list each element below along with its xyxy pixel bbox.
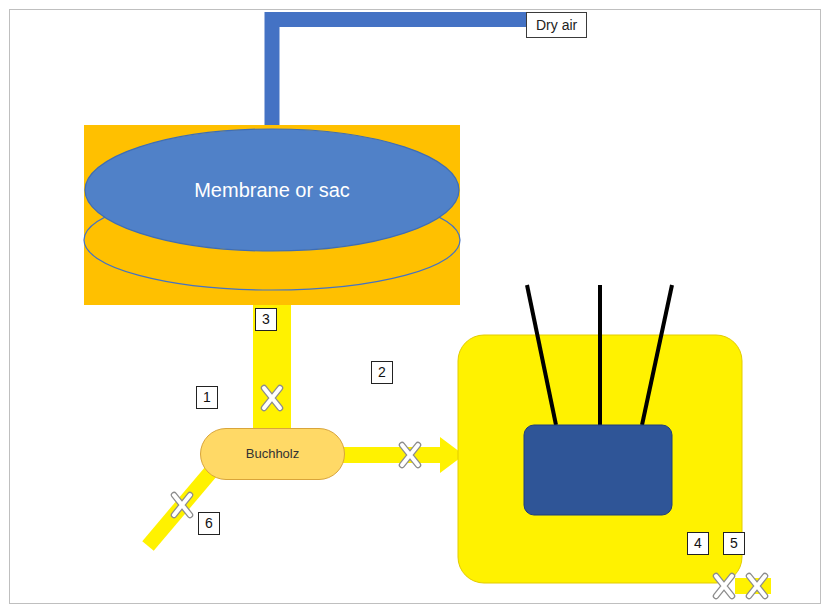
bushing (527, 285, 556, 425)
valve-mark (174, 495, 190, 515)
node-text: Dry air (536, 17, 577, 33)
node-text: Membrane or sac (194, 179, 350, 202)
pipe-connector (272, 20, 527, 131)
bushing (642, 285, 672, 425)
figure-frame (10, 10, 821, 604)
relay-capsule: Buchholz (200, 428, 345, 480)
source-box: Dry air (526, 12, 587, 38)
callout-number: 4 (687, 532, 709, 555)
valve-mark (716, 576, 732, 596)
valve-mark (749, 576, 765, 596)
callout-number: 2 (371, 361, 393, 384)
transformer-core (524, 425, 672, 515)
membrane-ellipse: Membrane or sac (84, 128, 460, 252)
bushing (598, 285, 602, 425)
valve-mark (402, 445, 418, 465)
pipe-arrow (343, 437, 464, 473)
node-text: Buchholz (246, 447, 299, 462)
callout-number: 6 (198, 512, 220, 535)
membrane-shape (85, 129, 459, 251)
callout-number: 5 (723, 532, 745, 555)
callout-number: 1 (196, 386, 218, 409)
valve-mark (264, 388, 280, 408)
conservator-tank (84, 125, 460, 305)
callout-number: 3 (255, 308, 277, 331)
